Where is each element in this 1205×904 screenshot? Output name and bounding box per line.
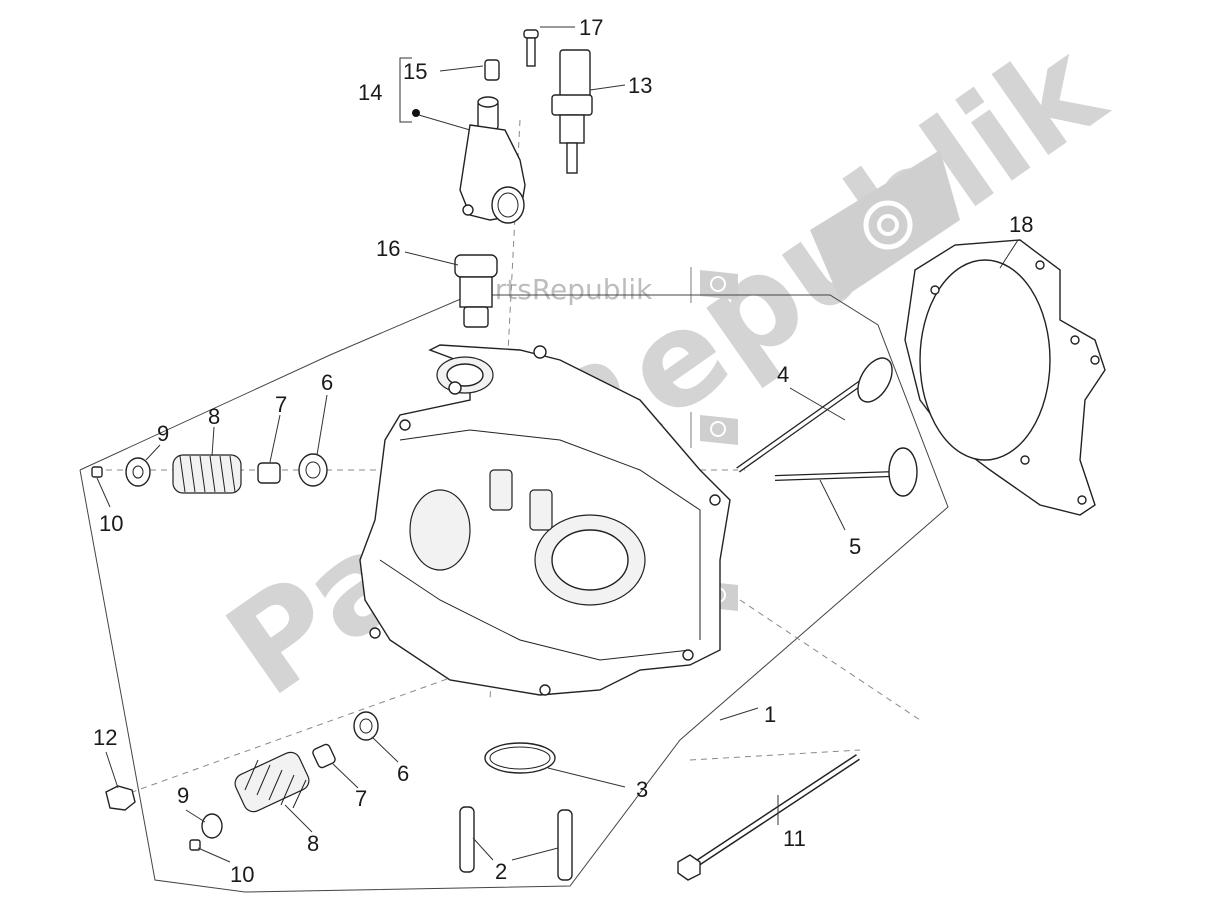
callout-10-upper: 10	[99, 511, 123, 536]
callout-9-lower: 9	[177, 783, 189, 808]
callout-7-lower: 7	[355, 786, 367, 811]
callout-1: 1	[764, 702, 776, 727]
watermark-small-1: PartsRepublik	[462, 267, 738, 306]
dowel-pins	[459, 806, 573, 881]
gear-icon	[700, 270, 738, 300]
callout-12: 12	[93, 725, 117, 750]
callout-15: 15	[403, 59, 427, 84]
callout-13: 13	[628, 73, 652, 98]
watermark-small-text: PartsRepublik	[462, 273, 653, 306]
thermostat	[454, 254, 498, 328]
pin-part	[484, 59, 500, 81]
callout-5: 5	[849, 534, 861, 559]
callout-6-lower: 6	[397, 761, 409, 786]
callout-8-upper: 8	[208, 404, 220, 429]
callout-10-lower: 10	[230, 862, 254, 887]
callout-labels: 17 13 15 14 16 18 4 5 6 7 8 9 10 12 9 10…	[93, 15, 1033, 887]
lower-valve-spring-set	[105, 711, 379, 851]
callout-17: 17	[579, 15, 603, 40]
callout-11: 11	[783, 826, 806, 851]
cylinder-head	[359, 344, 731, 696]
head-gasket	[904, 239, 1106, 516]
o-ring	[484, 742, 556, 774]
spring-lower	[234, 751, 310, 813]
callout-18: 18	[1009, 212, 1033, 237]
callout-4: 4	[777, 362, 789, 387]
callout-7-upper: 7	[275, 392, 287, 417]
callout-16: 16	[376, 236, 400, 261]
screw-part	[523, 29, 539, 67]
valve-4	[736, 357, 893, 473]
leader-lines	[96, 26, 1019, 863]
thermostat-housing	[459, 96, 526, 224]
gear-icon	[700, 415, 738, 445]
callout-2: 2	[495, 859, 507, 884]
long-bolt	[677, 754, 860, 881]
bullet-dot	[412, 109, 420, 117]
callout-3: 3	[636, 777, 648, 802]
callout-14: 14	[358, 80, 382, 105]
temperature-sensor	[551, 49, 593, 174]
callout-9-upper: 9	[157, 421, 169, 446]
callout-8-lower: 8	[307, 831, 319, 856]
callout-6-upper: 6	[321, 370, 333, 395]
spring-upper	[172, 454, 242, 494]
valve-5	[774, 447, 918, 497]
upper-valve-spring-set	[91, 453, 328, 494]
gear-icon	[810, 150, 960, 300]
